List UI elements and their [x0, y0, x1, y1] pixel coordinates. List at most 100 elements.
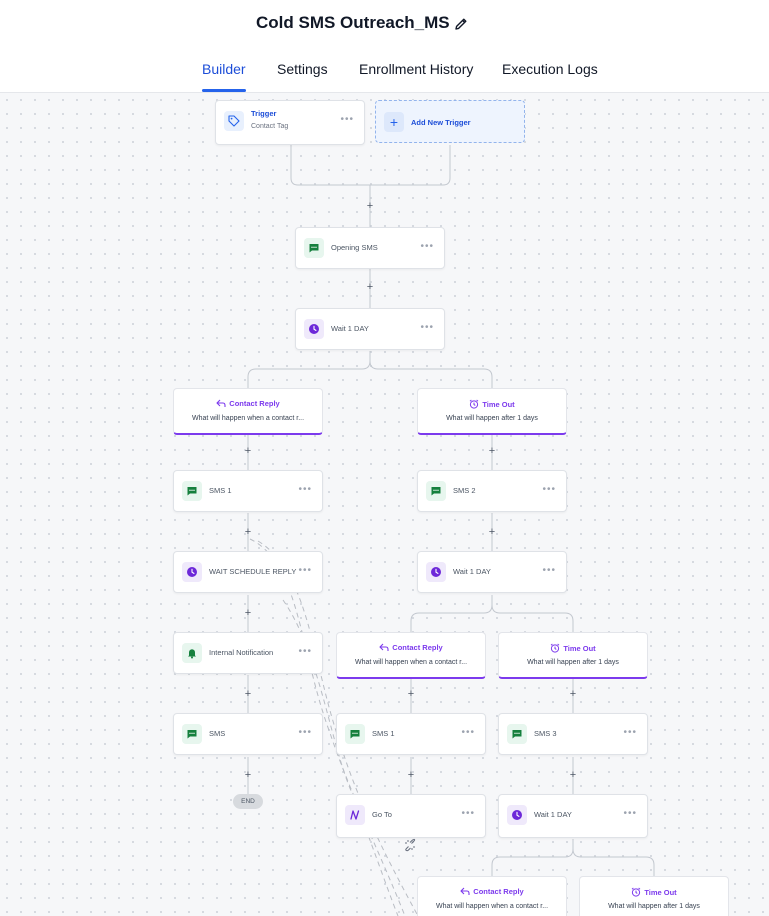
- action-node-sms-2[interactable]: SMS 2 •••: [417, 470, 567, 512]
- tab-execution-logs[interactable]: Execution Logs: [502, 61, 598, 77]
- action-node-sms-3[interactable]: SMS 3 •••: [498, 713, 648, 755]
- sms-icon: [304, 238, 324, 258]
- add-step-plus[interactable]: +: [366, 281, 374, 293]
- node-label: SMS: [209, 729, 226, 738]
- alarm-clock-icon: [631, 887, 641, 897]
- node-label: SMS 1: [209, 486, 232, 495]
- trigger-node[interactable]: Trigger Contact Tag •••: [215, 100, 365, 145]
- tab-bar: Builder Settings Enrollment History Exec…: [0, 48, 769, 93]
- goto-node[interactable]: Go To •••: [336, 794, 486, 838]
- add-step-plus[interactable]: +: [244, 607, 252, 619]
- more-options-icon[interactable]: •••: [542, 565, 556, 576]
- sms-icon: [182, 724, 202, 744]
- add-step-plus[interactable]: +: [244, 688, 252, 700]
- branch-description: What will happen after 1 days: [527, 659, 619, 666]
- add-step-plus[interactable]: +: [569, 688, 577, 700]
- action-node-sms-1-mid[interactable]: SMS 1 •••: [336, 713, 486, 755]
- branch-time-out-2[interactable]: Time Out What will happen after 1 days: [498, 632, 648, 679]
- reply-arrow-icon: [460, 887, 470, 895]
- tab-settings[interactable]: Settings: [277, 61, 328, 77]
- branch-title: Time Out: [482, 400, 515, 409]
- workflow-canvas[interactable]: Trigger Contact Tag ••• + Add New Trigge…: [0, 93, 769, 916]
- wait-node-far[interactable]: Wait 1 DAY •••: [498, 794, 648, 838]
- tab-builder[interactable]: Builder: [202, 61, 246, 77]
- bell-icon: [182, 643, 202, 663]
- more-options-icon[interactable]: •••: [298, 484, 312, 495]
- branch-description: What will happen when a contact r...: [191, 415, 305, 422]
- branch-description: What will happen when a contact r...: [435, 903, 549, 910]
- more-options-icon[interactable]: •••: [298, 727, 312, 738]
- node-label: WAIT SCHEDULE REPLY: [209, 567, 297, 576]
- clock-icon: [507, 805, 527, 825]
- reply-arrow-icon: [216, 399, 226, 407]
- clock-icon: [304, 319, 324, 339]
- action-node-sms[interactable]: SMS •••: [173, 713, 323, 755]
- action-node-opening-sms[interactable]: Opening SMS •••: [295, 227, 445, 269]
- alarm-clock-icon: [469, 399, 479, 409]
- node-label: Opening SMS: [331, 243, 378, 252]
- add-step-plus[interactable]: +: [366, 200, 374, 212]
- wait-node-main[interactable]: Wait 1 DAY •••: [295, 308, 445, 350]
- goto-jump-icon: [345, 805, 365, 825]
- clock-icon: [426, 562, 446, 582]
- wait-node-schedule-reply[interactable]: WAIT SCHEDULE REPLY •••: [173, 551, 323, 593]
- tab-enrollment-history[interactable]: Enrollment History: [359, 61, 474, 77]
- workflow-title: Cold SMS Outreach_MS: [256, 13, 450, 32]
- add-new-trigger-button[interactable]: + Add New Trigger: [375, 100, 525, 143]
- add-step-plus[interactable]: +: [407, 769, 415, 781]
- sms-icon: [182, 481, 202, 501]
- app-header: Cold SMS Outreach_MS: [0, 0, 769, 49]
- action-node-sms-1[interactable]: SMS 1 •••: [173, 470, 323, 512]
- add-step-plus[interactable]: +: [244, 526, 252, 538]
- branch-title: Contact Reply: [473, 887, 524, 896]
- sms-icon: [507, 724, 527, 744]
- node-label: Wait 1 DAY: [453, 567, 491, 576]
- sms-icon: [426, 481, 446, 501]
- more-options-icon[interactable]: •••: [623, 808, 637, 819]
- branch-contact-reply-2[interactable]: Contact Reply What will happen when a co…: [336, 632, 486, 679]
- alarm-clock-icon: [550, 643, 560, 653]
- node-label: Wait 1 DAY: [534, 810, 572, 819]
- branch-time-out-3[interactable]: Time Out What will happen after 1 days: [579, 876, 729, 916]
- more-options-icon[interactable]: •••: [298, 646, 312, 657]
- add-step-plus[interactable]: +: [488, 526, 496, 538]
- branch-contact-reply-3[interactable]: Contact Reply What will happen when a co…: [417, 876, 567, 916]
- plus-icon: +: [384, 112, 404, 132]
- unlink-icon[interactable]: [403, 838, 417, 852]
- add-step-plus[interactable]: +: [244, 769, 252, 781]
- add-step-plus[interactable]: +: [488, 445, 496, 457]
- reply-arrow-icon: [379, 643, 389, 651]
- action-node-internal-notification[interactable]: Internal Notification •••: [173, 632, 323, 674]
- more-options-icon[interactable]: •••: [623, 727, 637, 738]
- more-options-icon[interactable]: •••: [340, 114, 354, 125]
- more-options-icon[interactable]: •••: [461, 808, 475, 819]
- add-step-plus[interactable]: +: [244, 445, 252, 457]
- more-options-icon[interactable]: •••: [542, 484, 556, 495]
- more-options-icon[interactable]: •••: [461, 727, 475, 738]
- add-step-plus[interactable]: +: [569, 769, 577, 781]
- trigger-subtitle: Contact Tag: [251, 123, 289, 130]
- clock-icon: [182, 562, 202, 582]
- pencil-edit-icon[interactable]: [453, 16, 469, 32]
- end-marker: END: [233, 794, 263, 809]
- add-trigger-label: Add New Trigger: [411, 118, 471, 127]
- branch-description: What will happen after 1 days: [446, 415, 538, 422]
- branch-time-out[interactable]: Time Out What will happen after 1 days: [417, 388, 567, 435]
- active-tab-indicator: [202, 89, 246, 92]
- branch-contact-reply[interactable]: Contact Reply What will happen when a co…: [173, 388, 323, 435]
- more-options-icon[interactable]: •••: [298, 565, 312, 576]
- node-label: Go To: [372, 810, 392, 819]
- wait-node-right[interactable]: Wait 1 DAY •••: [417, 551, 567, 593]
- add-step-plus[interactable]: +: [407, 688, 415, 700]
- more-options-icon[interactable]: •••: [420, 322, 434, 333]
- node-label: SMS 2: [453, 486, 476, 495]
- node-label: SMS 3: [534, 729, 557, 738]
- node-label: Wait 1 DAY: [331, 324, 369, 333]
- sms-icon: [345, 724, 365, 744]
- branch-title: Contact Reply: [229, 399, 280, 408]
- branch-description: What will happen when a contact r...: [354, 659, 468, 666]
- branch-description: What will happen after 1 days: [608, 903, 700, 910]
- more-options-icon[interactable]: •••: [420, 241, 434, 252]
- connector-lines: [247, 145, 655, 916]
- branch-title: Time Out: [644, 888, 677, 897]
